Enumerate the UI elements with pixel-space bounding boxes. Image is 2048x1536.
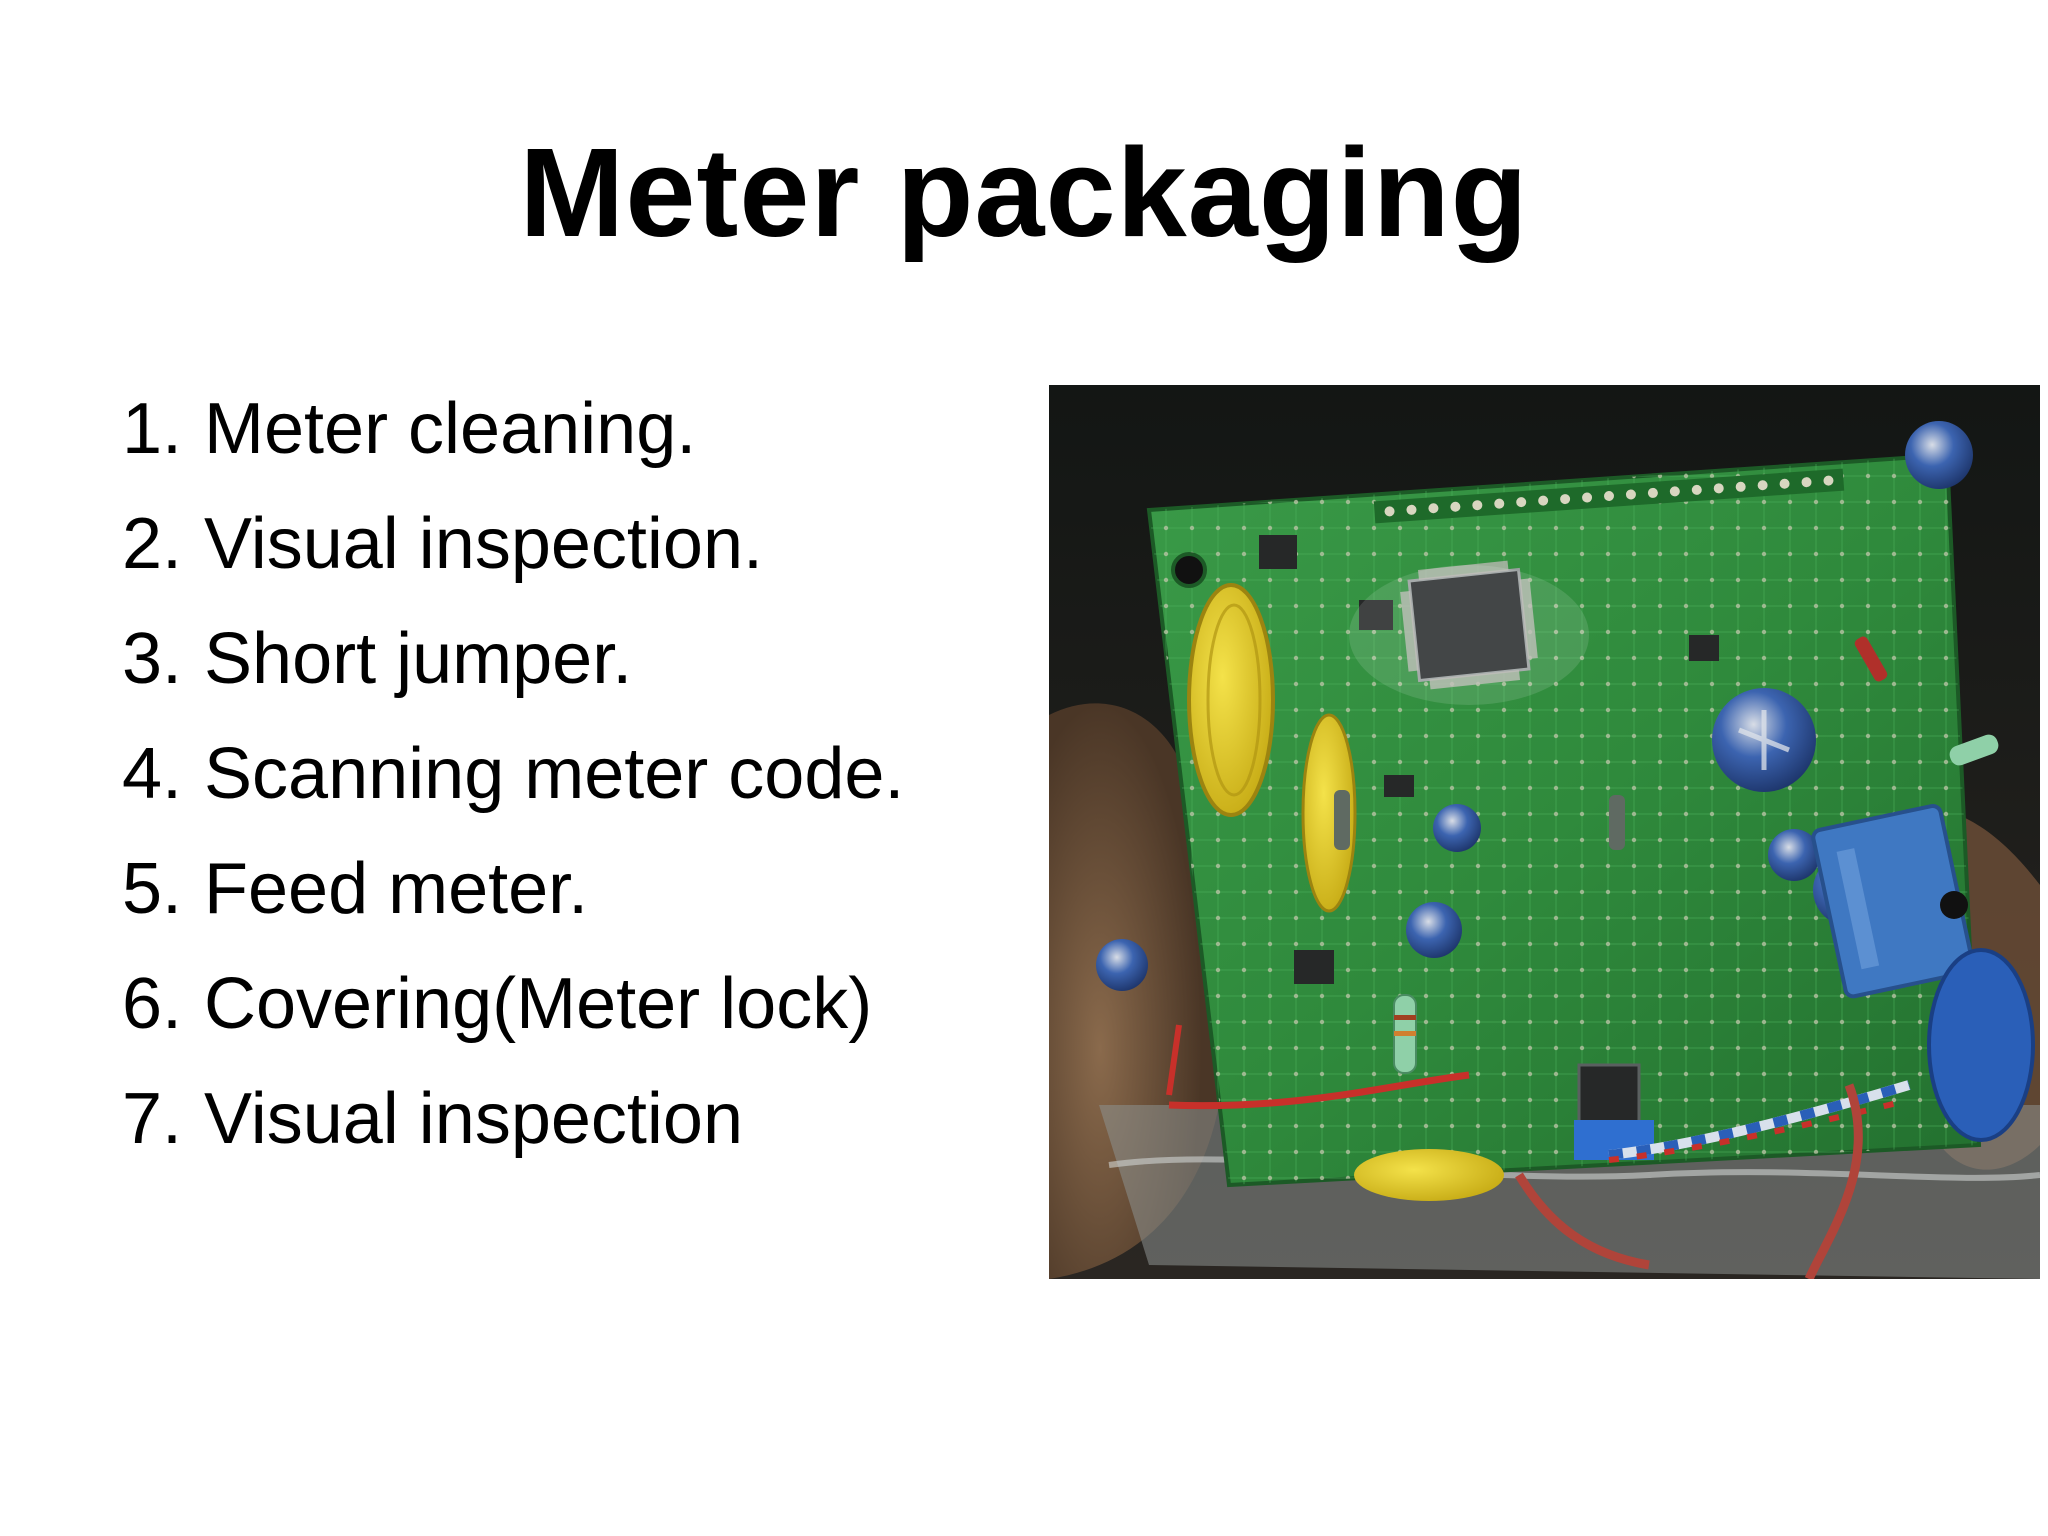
circuit-board-photo	[1049, 385, 2040, 1279]
list-item: 3. Short jumper.	[122, 602, 1022, 717]
slide-title: Meter packaging	[519, 122, 1529, 263]
list-item: 4. Scanning meter code.	[122, 717, 1022, 832]
steps-list: 1. Meter cleaning. 2. Visual inspection.…	[122, 372, 1022, 1177]
list-item: 2. Visual inspection.	[122, 487, 1022, 602]
step-text: Meter cleaning.	[204, 389, 697, 469]
list-item: 1. Meter cleaning.	[122, 372, 1022, 487]
circuit-board-illustration	[1049, 385, 2040, 1279]
step-text: Feed meter.	[204, 849, 589, 929]
step-number: 1.	[122, 389, 183, 469]
step-number: 5.	[122, 849, 183, 929]
list-item: 6. Covering(Meter lock)	[122, 947, 1022, 1062]
step-text: Visual inspection	[204, 1079, 744, 1159]
step-text: Visual inspection.	[204, 504, 764, 584]
step-number: 2.	[122, 504, 183, 584]
list-item: 7. Visual inspection	[122, 1062, 1022, 1177]
step-number: 7.	[122, 1079, 183, 1159]
step-number: 3.	[122, 619, 183, 699]
step-number: 6.	[122, 964, 183, 1044]
list-item: 5. Feed meter.	[122, 832, 1022, 947]
step-number: 4.	[122, 734, 183, 814]
step-text: Covering(Meter lock)	[204, 964, 873, 1044]
step-text: Scanning meter code.	[204, 734, 905, 814]
step-text: Short jumper.	[204, 619, 633, 699]
